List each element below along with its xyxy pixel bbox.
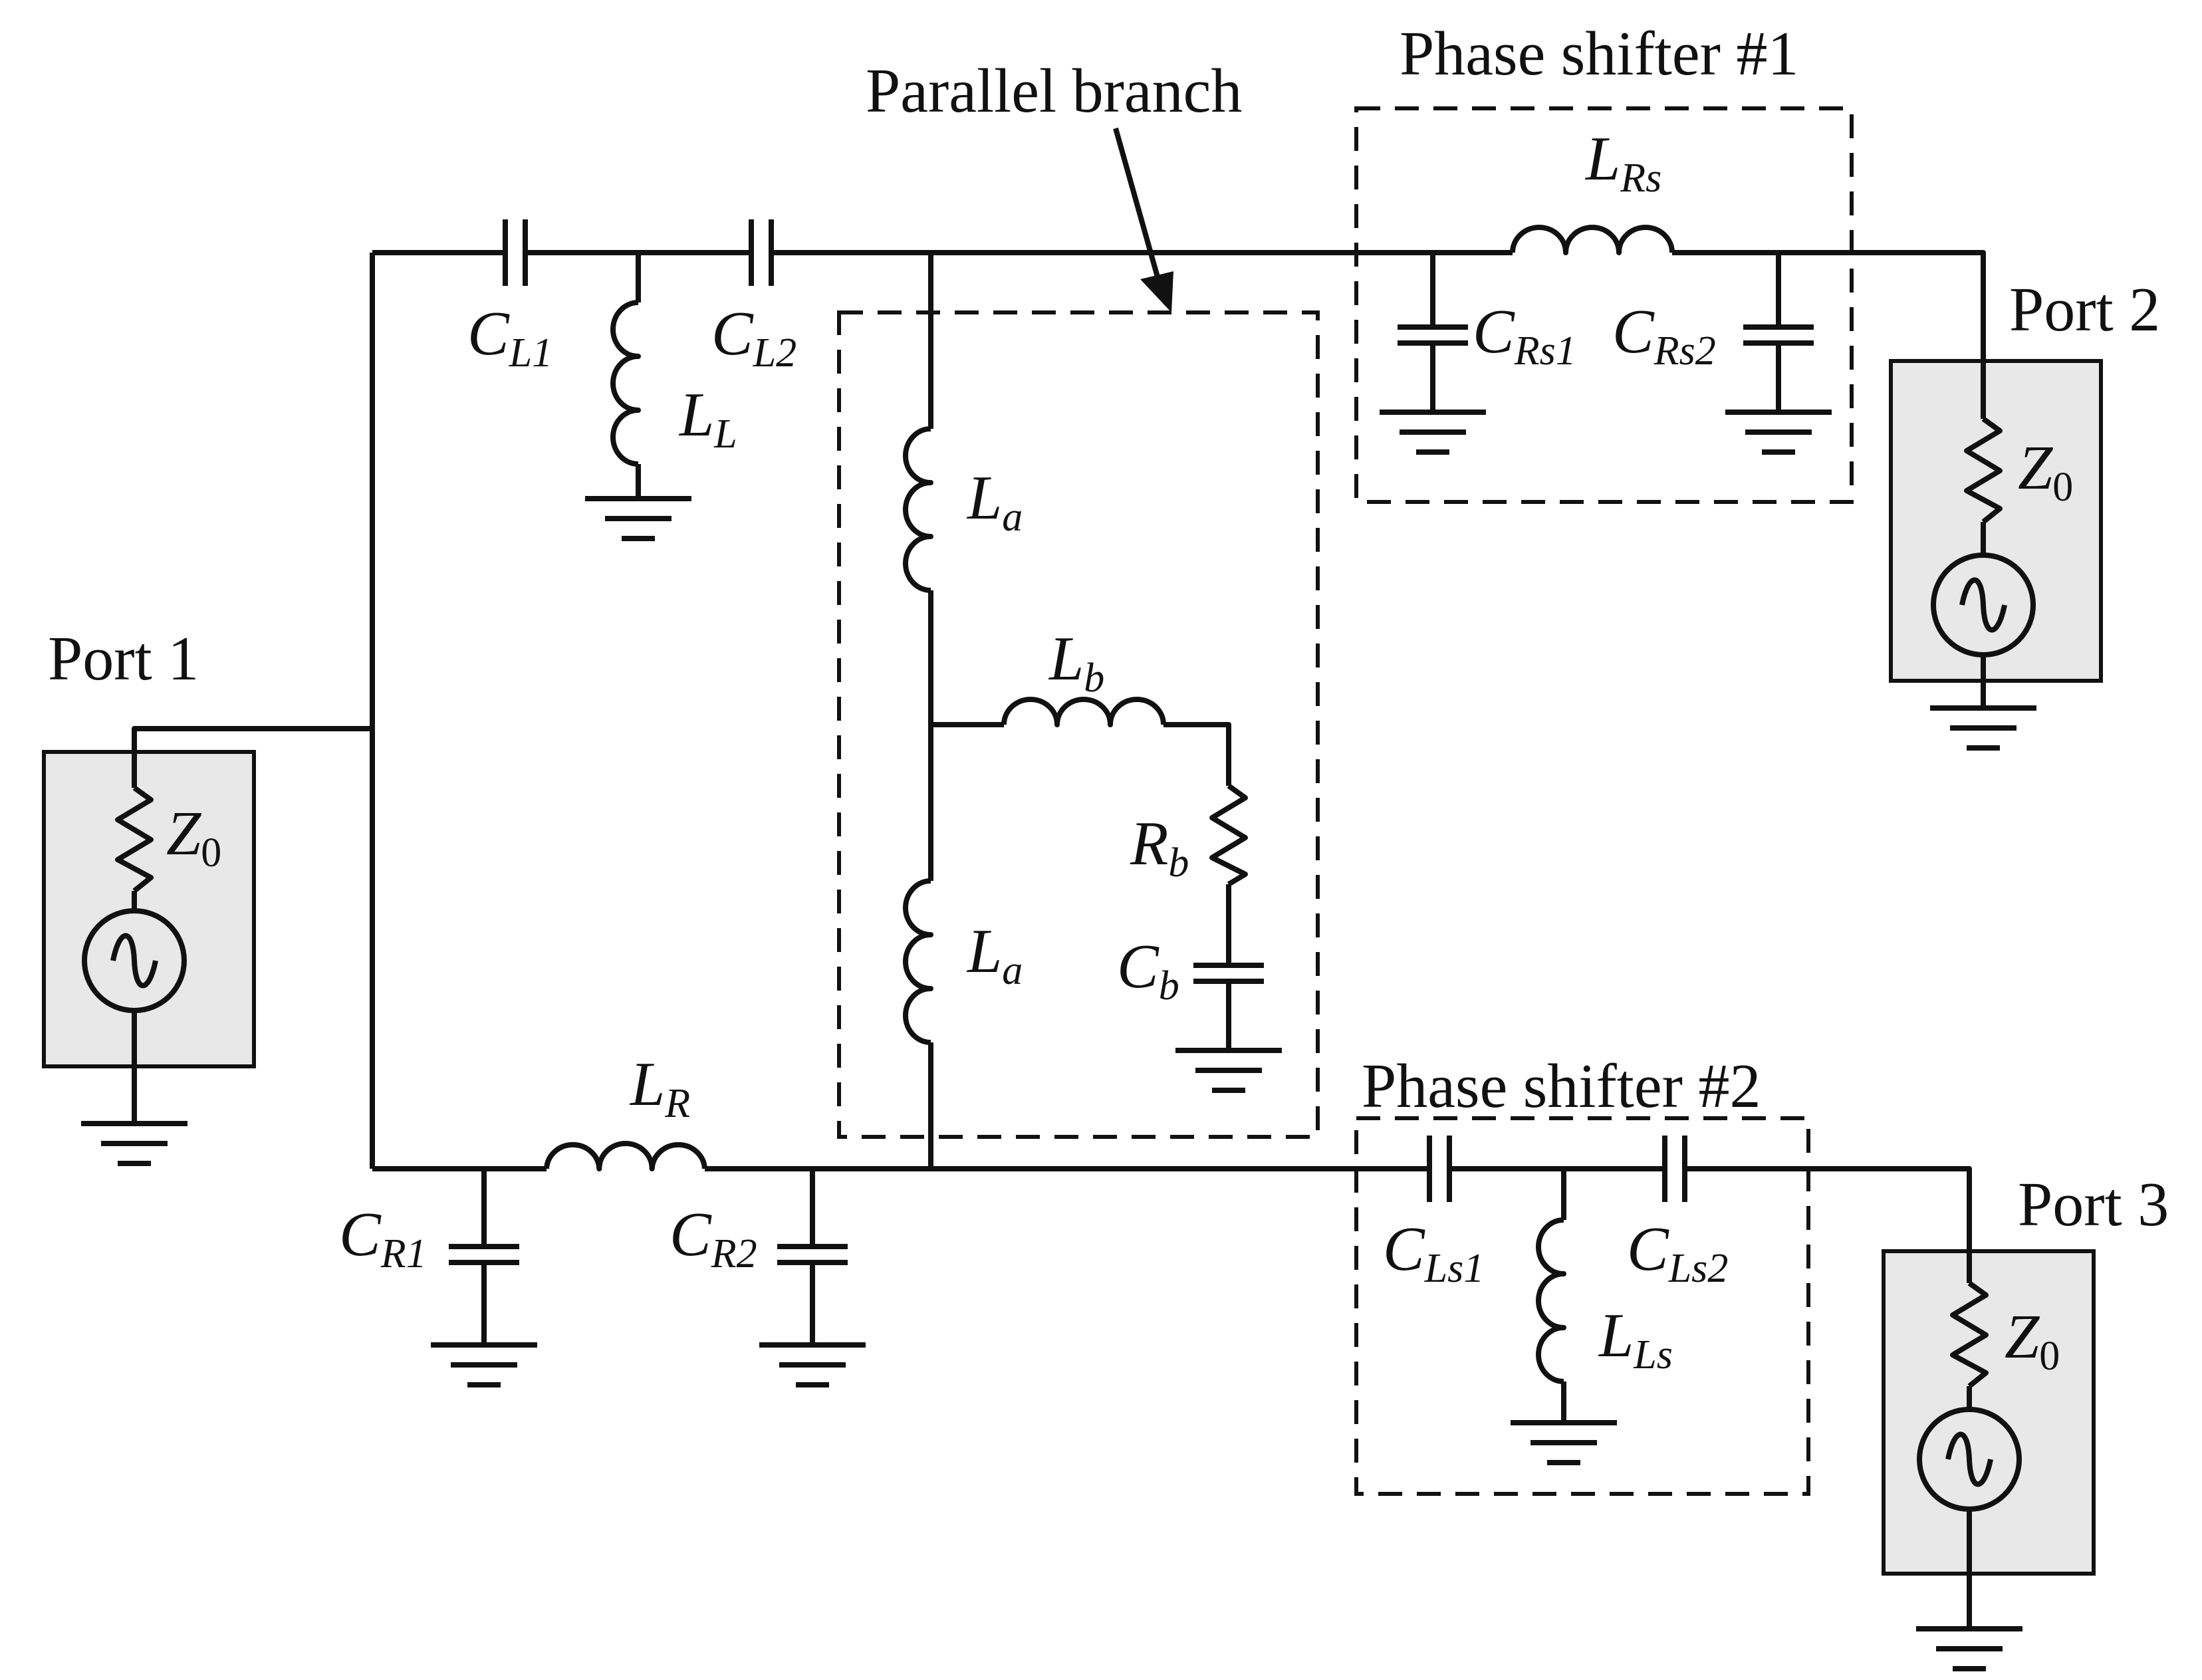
capacitor-CLs1 (1427, 1136, 1452, 1202)
phase-shifter-1-box (1354, 106, 1854, 504)
capacitor-Cb (1193, 963, 1264, 984)
ground-port3 (1916, 1626, 2022, 1671)
ground-LL (585, 496, 691, 541)
inductor-La-top (903, 426, 933, 593)
capacitor-CR1 (449, 1244, 519, 1265)
capacitor-CR2 (777, 1244, 848, 1265)
ground-port2 (1930, 705, 2036, 751)
ground-port1 (81, 1121, 187, 1166)
capacitor-CL1 (503, 219, 528, 286)
port1-source-box (42, 750, 256, 1068)
label-La-bottom: La (966, 917, 1023, 993)
inductor-LRs (1510, 225, 1675, 255)
label-CRs2: CRs2 (1612, 297, 1716, 374)
label-Lb: Lb (1048, 624, 1104, 701)
label-CL1: CL1 (467, 299, 552, 376)
label-LLs: LLs (1598, 1301, 1673, 1378)
resistor-Rb (1209, 783, 1248, 887)
ground-CR1 (431, 1342, 537, 1387)
label-CR1: CR1 (339, 1200, 427, 1276)
inductor-LLs (1536, 1217, 1566, 1384)
capacitor-CL2 (749, 219, 774, 286)
ac-source-port1 (82, 908, 187, 1013)
label-CR2: CR2 (670, 1200, 757, 1276)
ground-CR2 (759, 1342, 866, 1387)
label-CLs1: CLs1 (1383, 1215, 1484, 1291)
phase-shifter-1-label: Phase shifter #1 (1400, 19, 1798, 88)
port3-label: Port 3 (2018, 1170, 2169, 1239)
label-LR: LR (629, 1050, 690, 1126)
ground-LLs (1511, 1420, 1617, 1465)
capacitor-CRs2 (1743, 324, 1814, 346)
label-LL: LL (678, 380, 737, 457)
resistor-Z0-port3 (1950, 1280, 1989, 1389)
phase-shifter-2-label: Phase shifter #2 (1362, 1052, 1761, 1121)
ground-Cb (1175, 1048, 1282, 1093)
port1-label: Port 1 (48, 624, 199, 693)
parallel-branch-box (837, 310, 1320, 1139)
parallel-branch-arrow (1113, 127, 1173, 312)
inductor-LR (544, 1141, 707, 1171)
label-LRs: LRs (1584, 124, 1661, 201)
inductor-Lb (1001, 697, 1166, 727)
label-Z0-port2: Z0 (2018, 433, 2073, 510)
capacitor-CLs2 (1662, 1136, 1687, 1202)
label-Rb: Rb (1130, 809, 1189, 886)
phase-shifter-2-box (1354, 1116, 1810, 1496)
label-Z0-port1: Z0 (166, 799, 221, 876)
ac-source-port2 (1931, 552, 2036, 658)
port2-label: Port 2 (2009, 275, 2160, 344)
resistor-Z0-port1 (115, 785, 154, 894)
label-Cb: Cb (1117, 932, 1179, 1009)
wires (132, 250, 1986, 1629)
label-CRs1: CRs1 (1473, 297, 1576, 374)
label-Z0-port3: Z0 (2005, 1302, 2060, 1379)
label-CLs2: CLs2 (1627, 1215, 1728, 1291)
port2-source-box (1889, 359, 2103, 683)
label-CL2: CL2 (711, 299, 796, 376)
resistor-Z0-port2 (1964, 416, 2003, 525)
inductor-La-bottom (903, 878, 933, 1045)
inductor-LL (610, 300, 641, 467)
ac-source-port3 (1917, 1407, 2022, 1512)
ground-CRs1 (1380, 410, 1486, 455)
ground-CRs2 (1725, 410, 1832, 455)
parallel-branch-label: Parallel branch (866, 57, 1242, 126)
capacitor-CRs1 (1398, 324, 1468, 346)
label-La-top: La (966, 463, 1023, 540)
